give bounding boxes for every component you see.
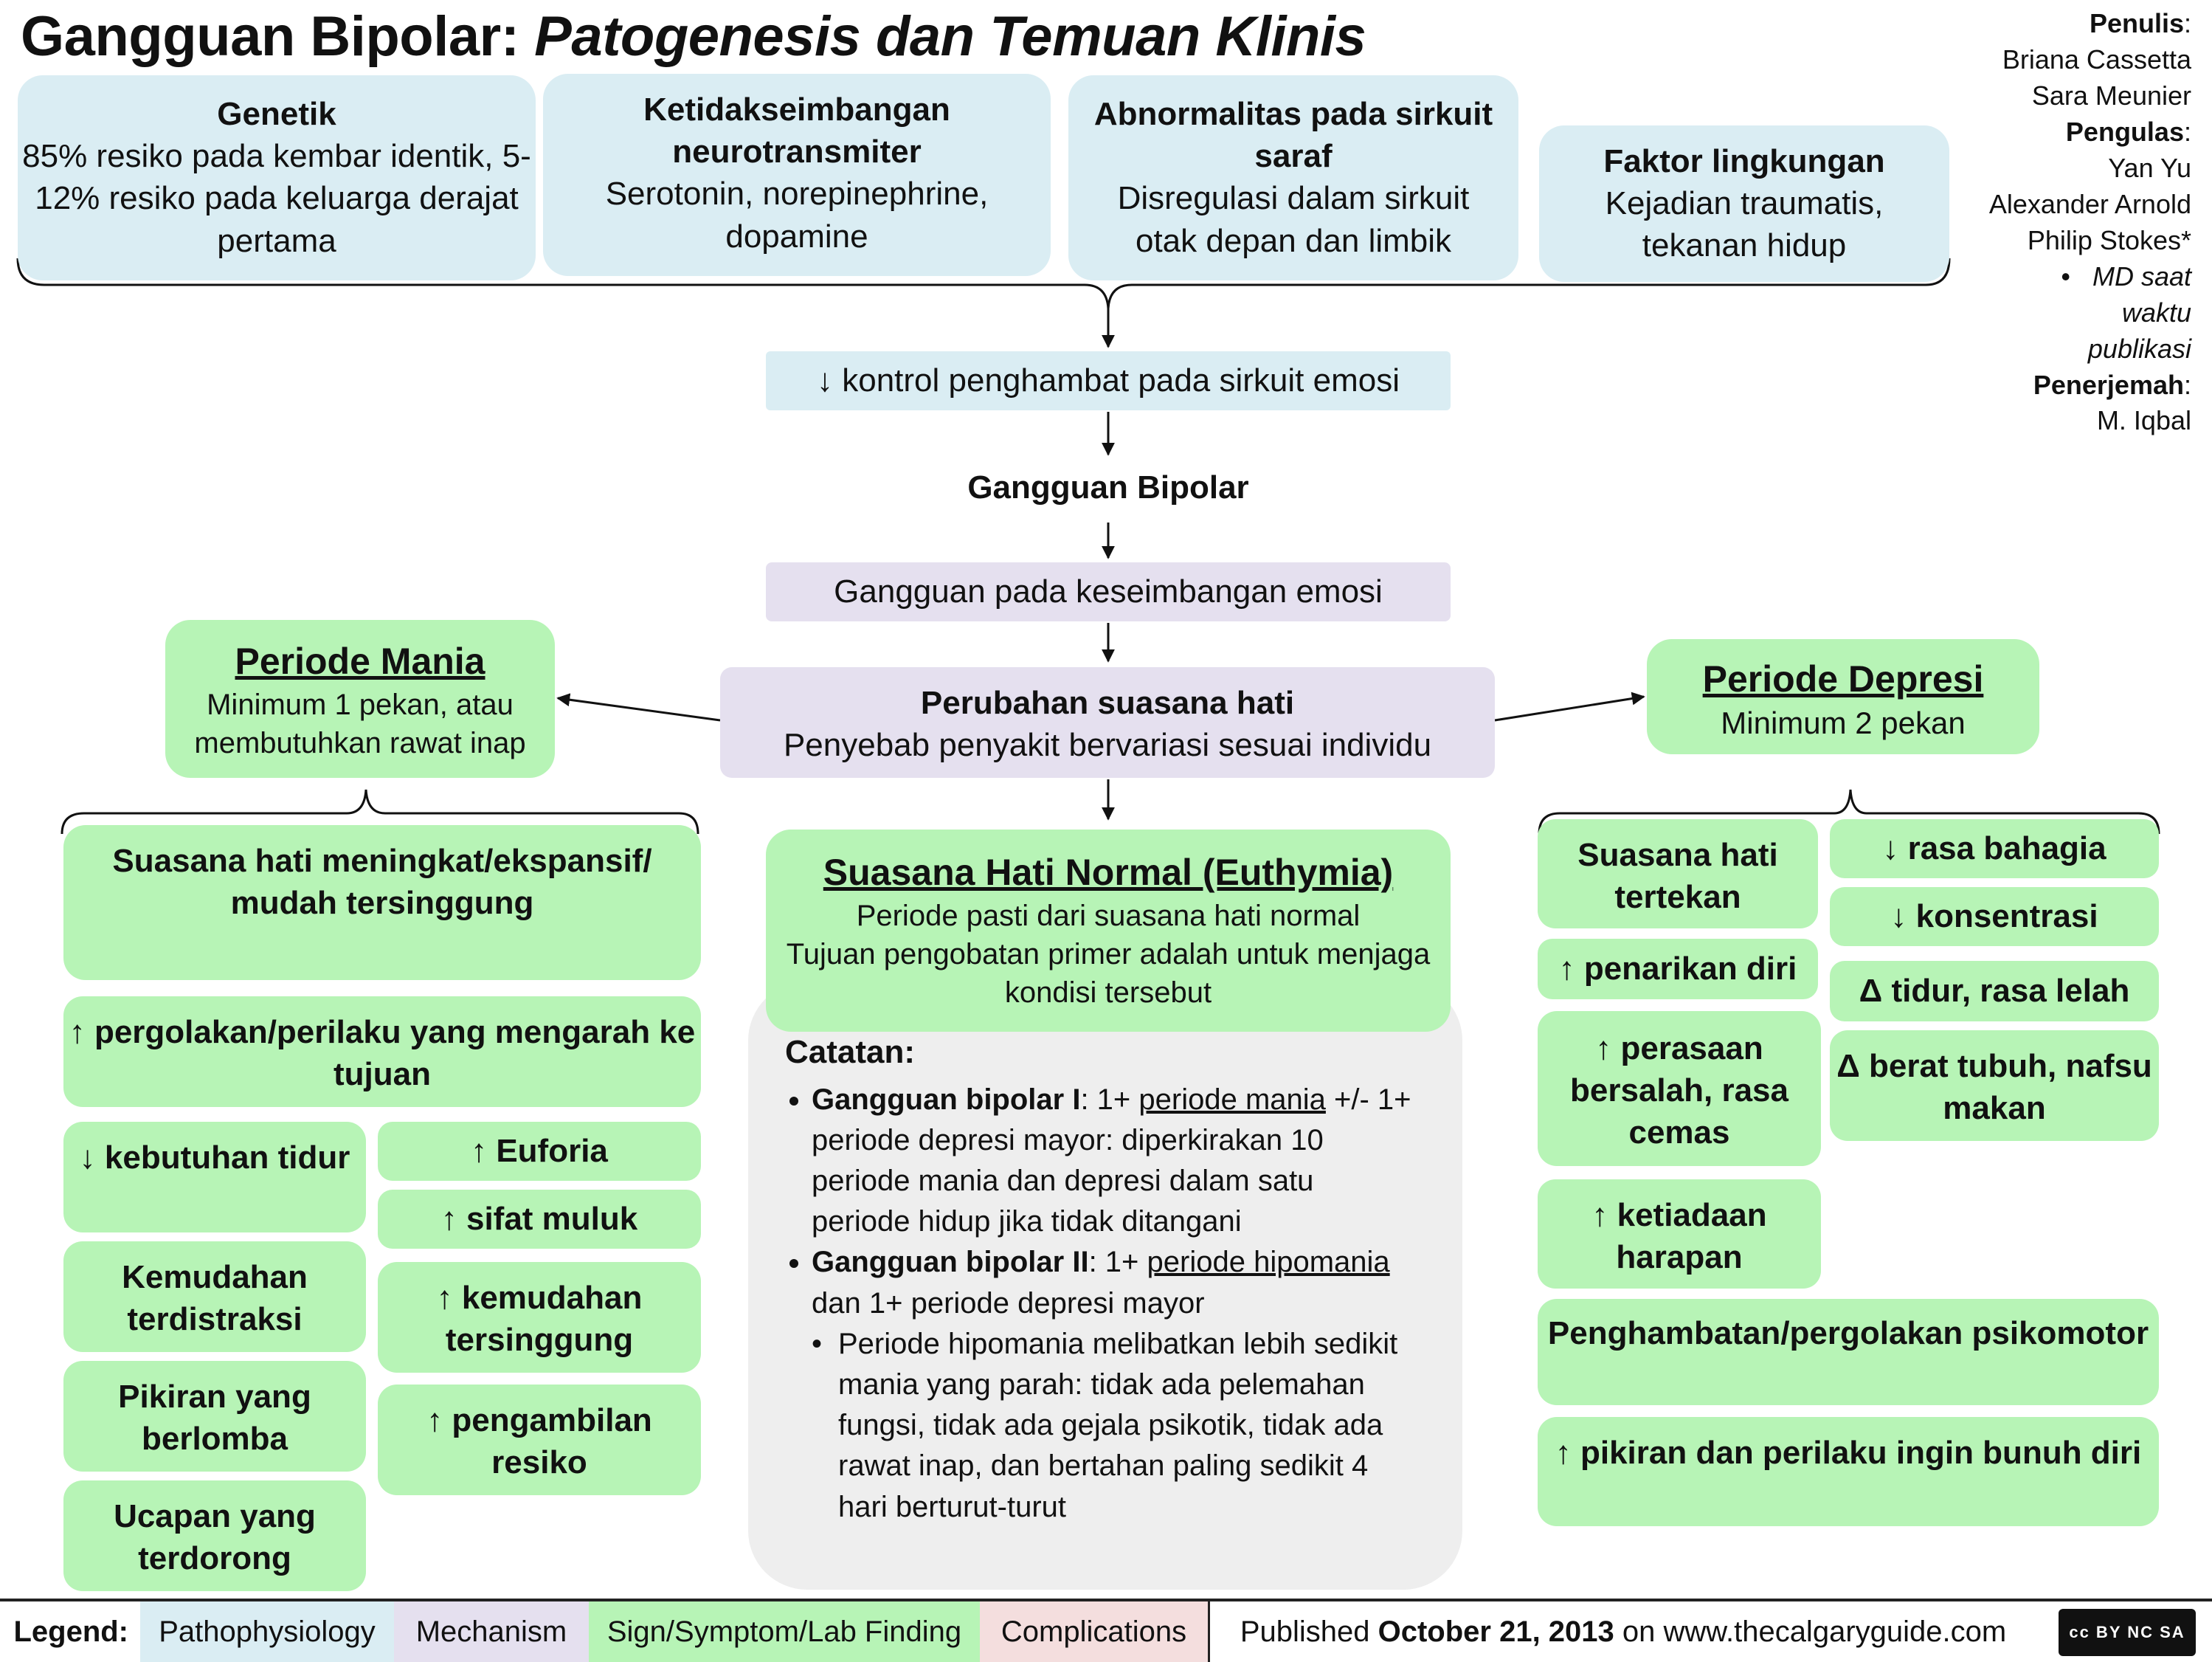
legend-bar: Legend: Pathophysiology Mechanism Sign/S…: [0, 1599, 2212, 1662]
depression-symptom: ↓ konsentrasi: [1830, 887, 2159, 946]
note-text: : 1+: [1080, 1083, 1139, 1116]
arrow-mood-to-mania: [556, 693, 721, 722]
depression-symptom: Δ berat tubuh, nafsu makan: [1830, 1030, 2159, 1141]
depression-symptom: ↑ penarikan diri: [1538, 939, 1818, 999]
legend-pathophysiology: Pathophysiology: [140, 1601, 394, 1662]
cause-neural-circuit: Abnormalitas pada sirkuit saraf Disregul…: [1068, 75, 1518, 280]
cause-heading: Faktor lingkungan: [1603, 143, 1885, 179]
mania-symptom: Ucapan yang terdorong: [63, 1480, 366, 1591]
legend-sign-symptom: Sign/Symptom/Lab Finding: [589, 1601, 980, 1662]
arrow-mood-to-depression: [1494, 692, 1645, 722]
title-main: Gangguan Bipolar:: [21, 5, 519, 68]
reviewer-note: MD saat waktu publikasi: [2087, 261, 2191, 364]
author-name: Sara Meunier: [2031, 80, 2191, 111]
legend-mechanism: Mechanism: [394, 1601, 589, 1662]
depression-text: Minimum 2 pekan: [1721, 706, 1966, 740]
reviewer-name: Yan Yu: [2108, 152, 2191, 183]
published-info: Published October 21, 2013 on www.thecal…: [1217, 1601, 2029, 1662]
depression-symptom: Suasana hati tertekan: [1538, 819, 1818, 928]
mania-symptom: ↑ pengambilan resiko: [378, 1385, 701, 1495]
note-text: Periode hipomania melibatkan lebih sedik…: [838, 1327, 1398, 1523]
mania-symptom-activity: ↑ pergolakan/perilaku yang mengarah ke t…: [63, 996, 701, 1107]
note-text: +/- 1+ periode depresi mayor: diperkirak…: [812, 1083, 1411, 1238]
note-bipolar-2: Gangguan bipolar II: 1+ periode hipomani…: [812, 1242, 1418, 1323]
mood-change-box: Perubahan suasana hati Penyebab penyakit…: [720, 667, 1495, 778]
disorder-label: Gangguan Bipolar: [967, 469, 1249, 506]
depression-symptom: ↑ perasaan bersalah, rasa cemas: [1538, 1011, 1821, 1166]
cause-text: 85% resiko pada kembar identik, 5-12% re…: [22, 138, 531, 259]
emotion-imbalance-text: Gangguan pada keseimbangan emosi: [834, 573, 1383, 610]
credits: Penulis: Briana Cassetta Sara Meunier Pe…: [1926, 6, 2191, 439]
causes-brace: [16, 258, 1951, 309]
depression-heading: Periode Depresi: [1702, 658, 1984, 700]
cause-neurotransmitter: Ketidakseimbangan neurotransmiter Seroto…: [543, 74, 1051, 276]
cause-environment: Faktor lingkungan Kejadian traumatis, te…: [1539, 125, 1949, 282]
translator-name: M. Iqbal: [2096, 405, 2191, 436]
note-link-mania: periode mania: [1138, 1083, 1326, 1116]
author-name: Briana Cassetta: [2002, 44, 2191, 75]
depression-symptom: Δ tidur, rasa lelah: [1830, 961, 2159, 1021]
published-pre: Published: [1240, 1616, 1378, 1648]
cause-heading: Genetik: [217, 96, 336, 132]
title-subtitle: Patogenesis dan Temuan Klinis: [534, 5, 1366, 68]
mania-brace: [61, 789, 699, 835]
legend-label: Legend:: [13, 1616, 128, 1648]
published-date: October 21, 2013: [1378, 1616, 1614, 1648]
cc-license-icon[interactable]: cc BY NC SA: [2059, 1609, 2196, 1656]
legend-complications: Complications: [980, 1601, 1210, 1662]
emotion-imbalance-box: Gangguan pada keseimbangan emosi: [766, 562, 1451, 621]
mania-symptom-mood: Suasana hati meningkat/ekspansif/ mudah …: [63, 825, 701, 980]
mania-symptom: ↑ Euforia: [378, 1122, 701, 1181]
translator-label: Penerjemah: [2033, 369, 2184, 400]
mania-symptom: ↓ kebutuhan tidur: [63, 1122, 366, 1232]
mania-text: Minimum 1 pekan, atau membutuhkan rawat …: [194, 689, 526, 759]
author-label: Penulis: [2089, 8, 2184, 38]
depression-brace: [1538, 789, 2160, 835]
cause-text: Serotonin, norepinephrine, dopamine: [605, 176, 989, 255]
note-text: dan 1+ periode depresi mayor: [812, 1286, 1205, 1320]
mood-change-text: Penyebab penyakit bervariasi sesuai indi…: [783, 727, 1432, 764]
bullet-icon: •: [2061, 261, 2070, 292]
note-label: Gangguan bipolar II: [812, 1246, 1089, 1279]
mood-change-heading: Perubahan suasana hati: [920, 685, 1295, 721]
inhibitory-control-text: ↓ kontrol penghambat pada sirkuit emosi: [817, 362, 1400, 399]
notes-panel: Catatan: Gangguan bipolar I: 1+ periode …: [748, 982, 1462, 1590]
bullet-icon: •: [812, 1327, 823, 1360]
depression-symptom: ↓ rasa bahagia: [1830, 819, 2159, 878]
page-title: Gangguan Bipolar: Patogenesis dan Temuan…: [21, 4, 1366, 69]
depression-symptom: ↑ ketiadaan harapan: [1538, 1179, 1821, 1289]
mania-symptom: Pikiran yang berlomba: [63, 1361, 366, 1472]
cause-text: Disregulasi dalam sirkuit otak depan dan…: [1117, 180, 1470, 259]
cause-genetics: Genetik 85% resiko pada kembar identik, …: [18, 75, 536, 280]
mania-symptom: ↑ kemudahan tersinggung: [378, 1262, 701, 1373]
reviewer-name: Alexander Arnold: [1988, 188, 2191, 219]
depression-symptom: Penghambatan/pergolakan psikomotor: [1538, 1299, 2159, 1405]
mania-symptom: ↑ sifat muluk: [378, 1190, 701, 1249]
note-link-hypomania: periode hipomania: [1147, 1246, 1390, 1279]
published-post[interactable]: on www.thecalgaryguide.com: [1614, 1616, 2007, 1648]
note-text: : 1+: [1088, 1246, 1147, 1279]
euthymia-box: Suasana Hati Normal (Euthymia) Periode p…: [766, 830, 1451, 1032]
license-text: cc BY NC SA: [2069, 1623, 2185, 1641]
euthymia-line: Periode pasti dari suasana hati normal: [856, 900, 1361, 932]
inhibitory-control-box: ↓ kontrol penghambat pada sirkuit emosi: [766, 351, 1451, 410]
euthymia-line: Tujuan pengobatan primer adalah untuk me…: [786, 938, 1431, 1009]
note-bipolar-1: Gangguan bipolar I: 1+ periode mania +/-…: [812, 1080, 1418, 1243]
mania-header: Periode Mania Minimum 1 pekan, atau memb…: [165, 620, 555, 778]
mania-heading: Periode Mania: [235, 641, 485, 682]
cause-heading: Ketidakseimbangan neurotransmiter: [643, 92, 950, 170]
depression-symptom: ↑ pikiran dan perilaku ingin bunuh diri: [1538, 1417, 2159, 1526]
euthymia-heading: Suasana Hati Normal (Euthymia): [823, 852, 1394, 893]
depression-header: Periode Depresi Minimum 2 pekan: [1647, 639, 2039, 754]
notes-heading: Catatan:: [785, 1034, 916, 1070]
cause-text: Kejadian traumatis, tekanan hidup: [1605, 185, 1884, 264]
cause-heading: Abnormalitas pada sirkuit saraf: [1093, 96, 1493, 175]
note-hypomania: • Periode hipomania melibatkan lebih sed…: [812, 1324, 1418, 1528]
reviewer-name: Philip Stokes*: [2027, 224, 2191, 255]
reviewer-label: Pengulas: [2065, 116, 2184, 147]
note-label: Gangguan bipolar I: [812, 1083, 1081, 1116]
mania-symptom: Kemudahan terdistraksi: [63, 1241, 366, 1352]
